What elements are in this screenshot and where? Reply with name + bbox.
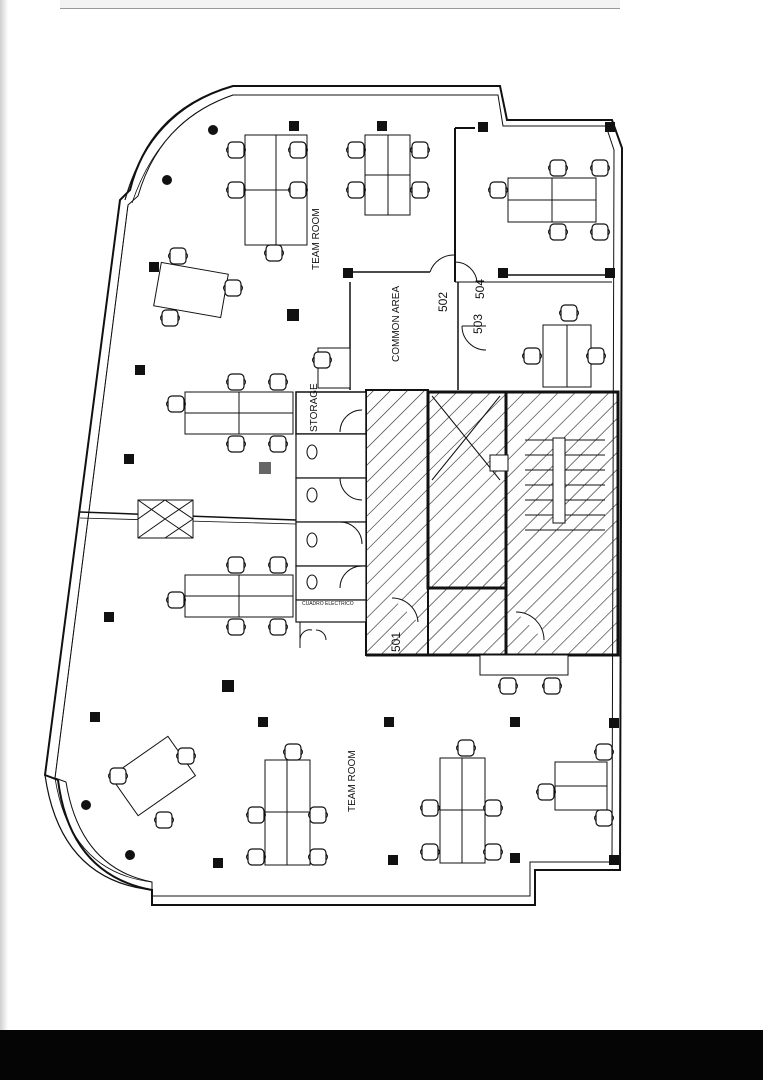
common-area-label: COMMON AREA [391, 286, 402, 362]
storage-label: STORAGE [309, 383, 320, 432]
room-number-503: 503 [471, 314, 485, 334]
room-number-504: 504 [473, 279, 487, 299]
room-number-502: 502 [436, 292, 450, 312]
structural-columns [81, 121, 619, 868]
building-outline [43, 85, 624, 906]
floor-plan-drawing: TEAM ROOM COMMON AREA STORAGE CUADRO ELE… [43, 85, 624, 906]
room-labels: TEAM ROOM COMMON AREA STORAGE CUADRO ELE… [302, 208, 487, 812]
service-rooms [295, 391, 367, 648]
electrical-room-label: CUADRO ELECTRICO [302, 601, 354, 607]
scan-shadow [0, 0, 8, 1030]
shaft-x [137, 499, 194, 539]
room-number-501: 501 [389, 632, 403, 652]
building-core [365, 389, 620, 657]
workstations [107, 134, 615, 866]
team-room-label-bottom: TEAM ROOM [347, 750, 358, 812]
scan-bottom-bar [0, 1030, 763, 1080]
top-edge-strip [60, 0, 620, 9]
team-room-label-top: TEAM ROOM [311, 208, 322, 270]
